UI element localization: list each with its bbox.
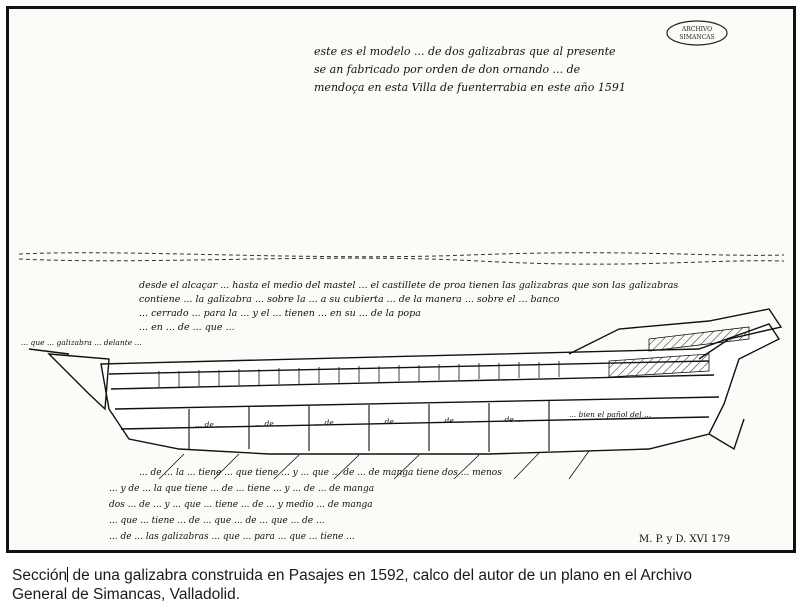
fold-lines xyxy=(18,252,785,265)
mid-note-line-4: ... en ... de ... que ... xyxy=(139,322,235,333)
pointer-lines xyxy=(158,450,590,480)
caption-line-2: General de Simancas, Valladolid. xyxy=(12,586,241,603)
top-note-line-3: mendoça en esta Villa de fuenterrabia en… xyxy=(314,81,626,94)
ship-plan-drawing: ARCHIVO SIMANCAS este es el modelo ... d… xyxy=(18,20,785,545)
archive-stamp-line-1: ARCHIVO xyxy=(681,26,712,33)
archive-reference: M. P. y D. XVI 179 xyxy=(639,534,730,545)
compartment-label: ... de ... xyxy=(375,417,403,426)
bottom-note-line-3: dos ... de ... y ... que ... tiene ... d… xyxy=(109,500,373,510)
mid-note-line-1: desde el alcaçar ... hasta el medio del … xyxy=(139,280,678,291)
mid-note-line-3: ... cerrado ... para la ... y el ... tie… xyxy=(139,308,421,319)
archive-stamp: ARCHIVO SIMANCAS xyxy=(666,20,728,46)
compartment-label: ... de ... xyxy=(255,419,283,428)
mid-note-line-2: contiene ... la galizabra ... sobre la .… xyxy=(139,294,560,305)
bow-note: ... que ... galizabra ... delante ... xyxy=(21,338,142,347)
text-cursor xyxy=(67,567,69,582)
compartment-label: ... de ... xyxy=(315,418,343,427)
compartment-label: ... de ... xyxy=(195,420,223,429)
bottom-note-line-2: ... y de ... la que tiene ... de ... tie… xyxy=(109,484,374,494)
compartment-label: ... de ... xyxy=(495,415,523,424)
ship-hull xyxy=(28,308,783,455)
bottom-note-line-1: ... de ... la ... tiene ... que tiene ..… xyxy=(139,468,502,478)
bottom-note-line-5: ... de ... las galizabras ... que ... pa… xyxy=(109,532,355,542)
caption-first-word: Sección xyxy=(12,567,68,584)
bottom-note-line-4: ... que ... tiene ... de ... que ... de … xyxy=(109,516,325,526)
archive-stamp-line-2: SIMANCAS xyxy=(679,34,714,41)
top-note-line-1: este es el modelo ... de dos galizabras … xyxy=(314,45,616,58)
ship-plan-figure: ARCHIVO SIMANCAS este es el modelo ... d… xyxy=(6,6,796,553)
caption-line-1: Sección de una galizabra construida en P… xyxy=(12,566,797,585)
figure-caption: Sección de una galizabra construida en P… xyxy=(12,566,797,604)
top-note-line-2: se an fabricado por orden de don ornando… xyxy=(314,63,581,76)
compartment-label: ... de ... xyxy=(435,416,463,425)
caption-line-1-rest: de una galizabra construida en Pasajes e… xyxy=(68,567,693,584)
stern-note: ... bien el pañol del ... xyxy=(569,410,651,419)
